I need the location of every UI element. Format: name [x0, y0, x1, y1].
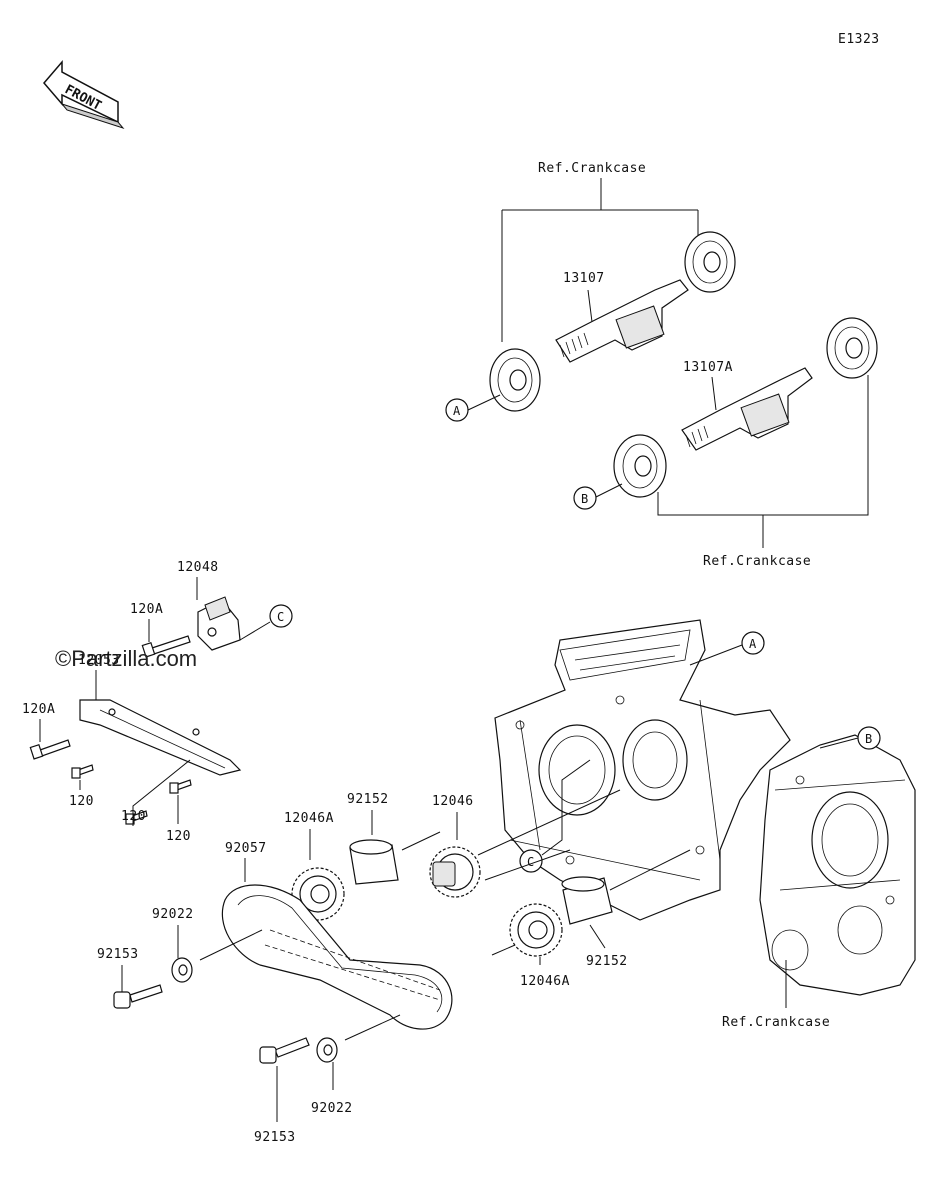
- label-12053: 12053: [78, 653, 120, 668]
- ref-crankcase-bottom: Ref.Crankcase: [722, 1015, 830, 1030]
- sprocket-12046: [429, 846, 481, 898]
- watermark: ©Partzilla.com: [55, 646, 197, 671]
- label-120-b: 120: [121, 809, 146, 824]
- collar-92152-right: [561, 876, 613, 925]
- bolt-120-a: [71, 764, 94, 779]
- label-13107: 13107: [563, 271, 605, 286]
- label-13107A: 13107A: [683, 360, 733, 375]
- label-12046A-right: 12046A: [520, 974, 570, 989]
- label-12046: 12046: [432, 794, 474, 809]
- tensioner-12048: [197, 596, 241, 651]
- svg-text:C: C: [277, 610, 284, 624]
- svg-text:B: B: [581, 492, 588, 506]
- callout-b-top: B: [573, 486, 597, 510]
- bearing-b: [613, 434, 667, 498]
- collar-92152-left: [349, 839, 399, 885]
- label-120A-top: 120A: [130, 602, 163, 617]
- bearing-top-right: [684, 231, 736, 293]
- svg-text:B: B: [865, 732, 872, 746]
- svg-text:A: A: [453, 404, 461, 418]
- callout-c-left: C: [269, 604, 293, 628]
- front-arrow-icon: FRONT: [43, 59, 125, 130]
- chain-92057: [221, 884, 453, 1030]
- ref-crankcase-top: Ref.Crankcase: [538, 161, 646, 176]
- label-92022-bottom: 92022: [311, 1101, 353, 1116]
- crankshaft-13107A: [681, 367, 813, 451]
- label-92022-left: 92022: [152, 907, 194, 922]
- label-12048: 12048: [177, 560, 219, 575]
- svg-text:A: A: [749, 637, 757, 651]
- callout-a-top: A: [445, 398, 469, 422]
- label-92153-bottom: 92153: [254, 1130, 296, 1145]
- crankcase-right-half: [759, 734, 916, 996]
- crankcase-left-half: [494, 619, 791, 921]
- bolt-92153-bottom: [259, 1037, 310, 1064]
- label-120-a: 120: [69, 794, 94, 809]
- bolt-120-b: [125, 810, 148, 825]
- chain-guide-12053: [79, 699, 242, 776]
- label-92152-left: 92152: [347, 792, 389, 807]
- ref-crankcase-middle: Ref.Crankcase: [703, 554, 811, 569]
- label-120A-left: 120A: [22, 702, 55, 717]
- label-92057: 92057: [225, 841, 267, 856]
- bolt-120A-left: [29, 739, 71, 760]
- label-92153-left: 92153: [97, 947, 139, 962]
- label-92152-right: 92152: [586, 954, 628, 969]
- sprocket-12046A-right: [509, 903, 563, 957]
- callout-b-crankcase: B: [857, 726, 881, 750]
- bearing-a: [489, 348, 541, 412]
- crankshaft-13107: [555, 279, 689, 363]
- label-120-c: 120: [166, 829, 191, 844]
- bolt-120-c: [169, 779, 192, 794]
- callout-a-crankcase: A: [741, 631, 765, 655]
- bolt-92153-left: [113, 984, 163, 1009]
- bearing-b-right: [826, 317, 878, 379]
- diagram-code: E1323: [838, 32, 880, 47]
- washer-92022-bottom: [316, 1037, 338, 1063]
- bolt-120A-top: [141, 635, 191, 658]
- washer-92022-left: [171, 957, 193, 983]
- callout-c-crankcase: C: [519, 849, 543, 873]
- svg-text:C: C: [527, 855, 534, 869]
- label-12046A-left: 12046A: [284, 811, 334, 826]
